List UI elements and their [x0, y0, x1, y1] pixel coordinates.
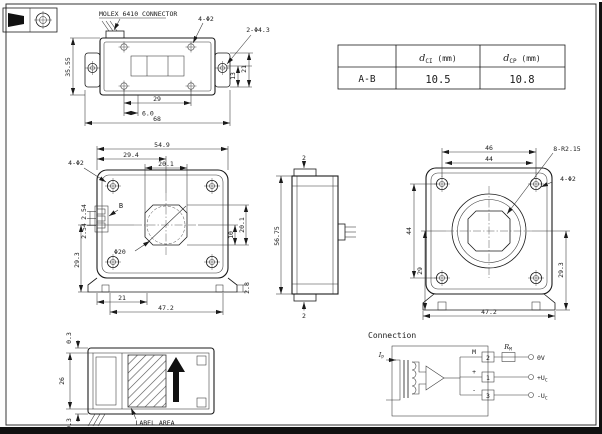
molex-connector: [105, 30, 125, 39]
terminal-pos-label: +UC: [537, 374, 548, 384]
front-dim-28: 2.8: [243, 282, 251, 294]
front-dim-phi20: Φ20: [114, 248, 126, 256]
back-dim-293: 29.3: [557, 262, 565, 278]
top-dim-13: 13: [229, 72, 237, 80]
front-label-b: B: [119, 202, 123, 210]
primary-current-label: IP: [378, 351, 385, 361]
pin-m-label: M: [472, 348, 476, 356]
top-dim-2phi43: 2-Φ4.3: [246, 26, 270, 34]
front-dim-201-top: 20.1: [158, 160, 174, 168]
pin-minus-label: -: [472, 386, 476, 394]
front-dim-201-right: 20.1: [238, 217, 246, 233]
table-value-dci: 10.5: [425, 74, 450, 86]
front-dim-10: 10: [227, 231, 235, 239]
projection-circle-icon: [34, 11, 52, 29]
aperture-octagon: [144, 204, 188, 246]
bottom-view-dimensions: [66, 340, 137, 422]
connection-diagram: Connection: [368, 331, 548, 417]
top-view: MOLEX 6410 CONNECTOR 4-Φ2 2-Φ4.3 35.55 2…: [64, 10, 270, 126]
pin-header: [94, 205, 109, 233]
back-view: 46 44 8-R2.15 4-Φ2 44 29 29.3 47.2: [405, 144, 581, 320]
back-dim-29: 29: [416, 267, 424, 275]
pin-1-number: 1: [486, 374, 490, 382]
top-dim-68: 68: [153, 115, 161, 123]
pin-terminals: [481, 351, 534, 401]
base-flange: [87, 277, 238, 293]
top-view-geometry: [84, 20, 231, 96]
terminal-circle: [528, 374, 534, 380]
top-dim-21: 21: [240, 65, 248, 73]
sheet-bottom-edge: [0, 427, 602, 434]
side-view: 2 56.75 2: [273, 154, 356, 320]
bottom-dim-03-top: 0.3: [65, 332, 73, 344]
spec-table: dCI (mm) dCP (mm) A-B 10.5 10.8: [337, 44, 566, 90]
front-dim-21: 21: [118, 294, 126, 302]
bottom-dim-26: 26: [58, 377, 66, 385]
front-view: 54.9 29.4 20.1 4-Φ2 B 2.54 2.54 Φ20 10 2…: [68, 141, 251, 315]
pin-plus-label: +: [472, 368, 476, 376]
orientation-arrow-icon: [167, 357, 185, 402]
back-dim-46: 46: [485, 144, 493, 152]
bottom-view: 0.3 26 0.3 LABEL AREA: [58, 332, 215, 430]
terminal-circle: [528, 392, 534, 398]
pin-3-number: 3: [486, 392, 490, 400]
back-dim-44-top: 44: [485, 155, 493, 163]
back-dim-8r215: 8-R2.15: [553, 145, 580, 153]
side-dim-5675: 56.75: [273, 226, 281, 246]
side-dim-2-bottom: 2: [302, 312, 306, 320]
connection-title: Connection: [368, 331, 416, 340]
back-dim-472: 47.2: [481, 308, 497, 316]
resistor-rm-label: RM: [503, 343, 512, 353]
front-dim-254-b: 2.54: [80, 223, 88, 239]
terminal-neg-label: -UC: [537, 392, 548, 402]
side-view-dimensions: [276, 161, 307, 311]
back-view-dimensions: [410, 148, 570, 320]
front-dim-472: 47.2: [158, 304, 174, 312]
top-dim-60: 6.0: [142, 110, 154, 118]
sheet-right-edge: [599, 2, 602, 427]
top-view-dimensions: [70, 17, 253, 126]
top-dim-3555: 35.55: [64, 57, 72, 77]
table-header-dci: dCI (mm): [419, 53, 456, 65]
bottom-dim-03-bottom: 0.3: [65, 418, 73, 430]
side-dim-2-top: 2: [302, 154, 306, 162]
pin-2-number: 2: [486, 354, 490, 362]
bottom-view-geometry: [87, 347, 215, 427]
projection-symbol-box: [2, 7, 58, 33]
side-view-geometry: [291, 168, 356, 302]
first-angle-cone-icon: [8, 13, 24, 27]
table-value-dcp: 10.8: [509, 74, 534, 86]
back-dim-4phi2: 4-Φ2: [560, 175, 576, 183]
molex-connector-label: MOLEX 6410 CONNECTOR: [99, 10, 177, 18]
label-area-text: LABEL AREA: [135, 419, 174, 427]
front-dim-294: 29.4: [123, 151, 139, 159]
front-dim-4phi2: 4-Φ2: [68, 159, 84, 167]
terminal-circle: [528, 354, 534, 360]
measure-resistor: [501, 352, 516, 362]
back-dim-44-left: 44: [405, 227, 413, 235]
front-dim-254-a: 2.54: [80, 204, 88, 220]
top-dim-4phi2: 4-Φ2: [198, 15, 214, 23]
front-view-dimensions: [78, 146, 249, 315]
table-row-label: A-B: [358, 74, 375, 85]
front-dim-293: 29.3: [73, 252, 81, 268]
table-header-dcp: dCP (mm): [503, 53, 540, 65]
label-area-hatch: [127, 354, 167, 408]
module-box: [391, 345, 489, 417]
aperture-octagon: [467, 210, 511, 252]
top-dim-29: 29: [153, 95, 161, 103]
amplifier-symbol: [412, 356, 482, 396]
front-dim-549: 54.9: [154, 141, 170, 149]
terminal-0v-label: 0V: [537, 354, 545, 362]
